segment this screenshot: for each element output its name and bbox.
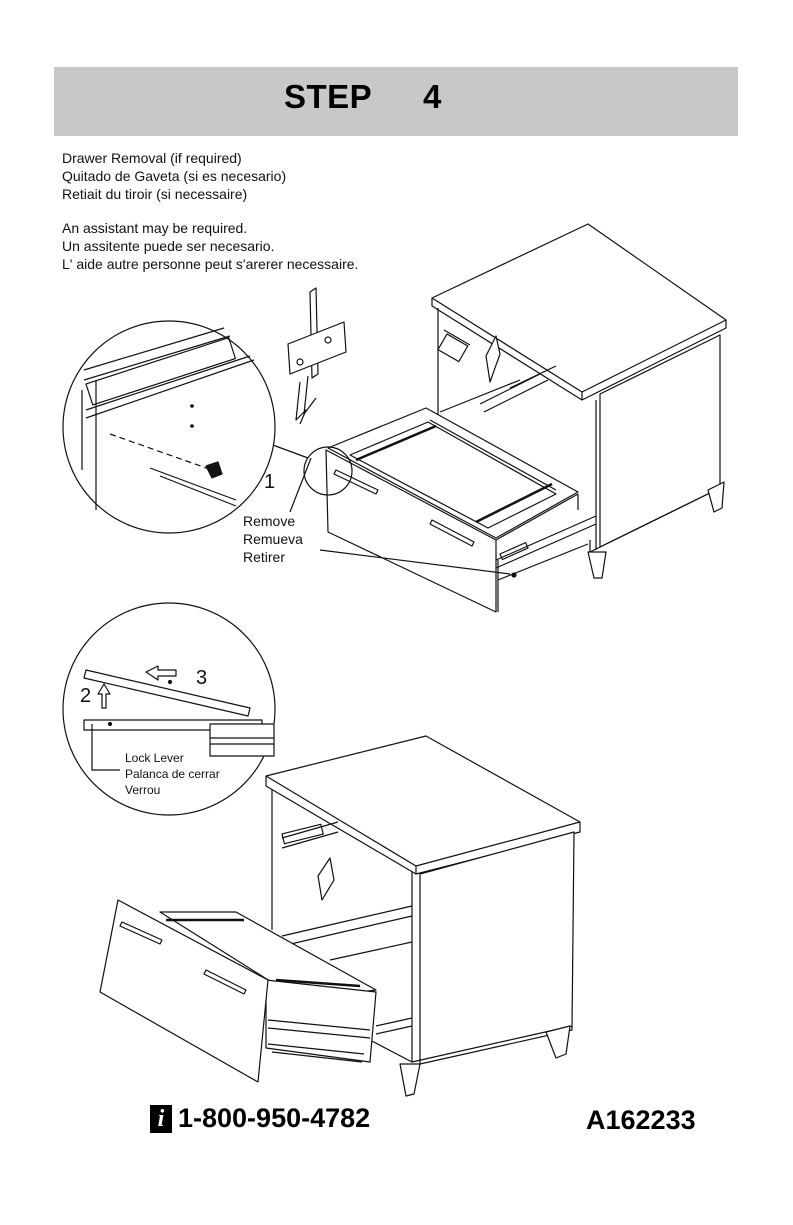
info-icon: i xyxy=(150,1104,172,1133)
lock-bracket-illustration xyxy=(287,287,347,425)
remove-label-en: Remove xyxy=(243,513,296,529)
heading-line-es: Quitado de Gaveta (si es necesario) xyxy=(62,168,287,184)
model-number: A162233 xyxy=(586,1105,696,1135)
remove-label-es: Remueva xyxy=(243,531,303,547)
detail-screw-removal xyxy=(62,320,276,534)
drawer-removal-heading: Drawer Removal (if required) Quitado de … xyxy=(62,149,286,203)
step-label-2: 2 xyxy=(80,685,92,707)
detail-lock-lever xyxy=(62,602,276,816)
lock-lever-callout: Lock Lever Palanca de cerrar Verrou xyxy=(125,750,220,798)
lock-lever-label-fr: Verrou xyxy=(125,783,161,797)
step-label-1: 1 xyxy=(264,471,276,493)
cabinet-open-drawer-illustration xyxy=(325,223,727,613)
helpline-number: 1-800-950-4782 xyxy=(178,1103,371,1133)
step-number: 4 xyxy=(423,78,442,115)
lock-lever-label-en: Lock Lever xyxy=(125,751,184,765)
assistant-line-en: An assistant may be required. xyxy=(62,220,248,236)
lock-lever-label-es: Palanca de cerrar xyxy=(125,767,220,781)
cabinet-drawer-removal-illustration xyxy=(99,735,581,1097)
heading-line-en: Drawer Removal (if required) xyxy=(62,150,242,166)
step-label-3: 3 xyxy=(196,667,208,689)
helpline: i 1-800-950-4782 xyxy=(150,1103,370,1134)
step-title: STEP xyxy=(284,78,373,115)
assistant-line-fr: L' aide autre personne peut s'arerer nec… xyxy=(62,256,359,272)
assistant-note: An assistant may be required. Un assiten… xyxy=(62,219,358,273)
assistant-line-es: Un assitente puede ser necesario. xyxy=(62,238,275,254)
remove-callout: Remove Remueva Retirer xyxy=(243,512,303,566)
remove-label-fr: Retirer xyxy=(243,549,286,565)
heading-line-fr: Retiait du tiroir (si necessaire) xyxy=(62,186,248,202)
step-banner xyxy=(54,67,738,136)
detail-circle-screw-point xyxy=(303,446,353,496)
